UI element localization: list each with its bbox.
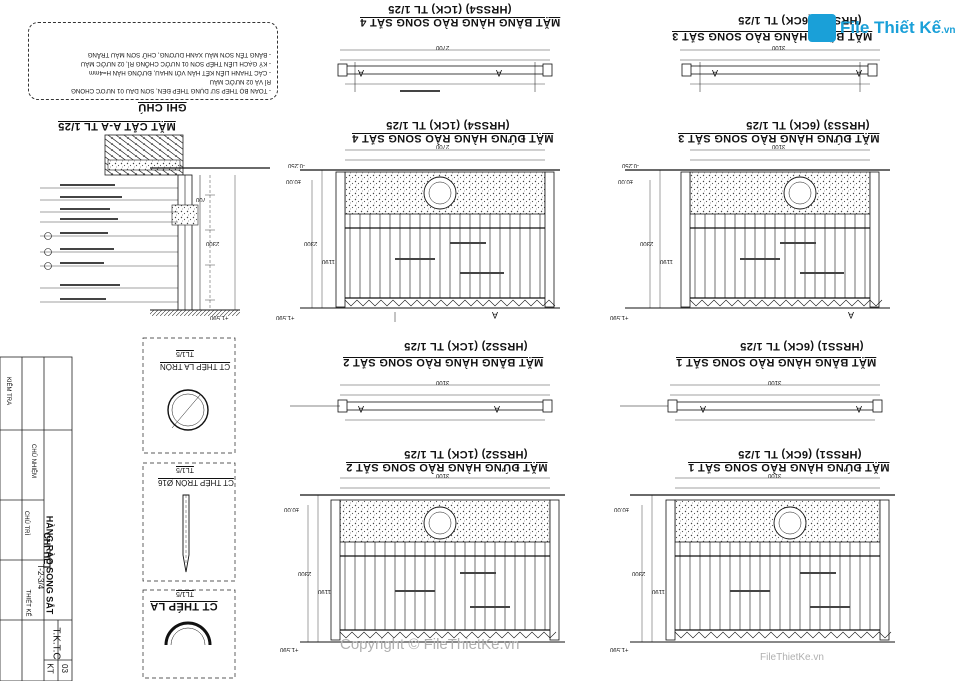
level-zero-4: ±0.00 [286,178,301,184]
level-zero-2: ±0.00 [284,506,299,512]
notes-heading: GHI CHÚ [138,101,187,113]
note-line-1: - TOÀN BỘ THÉP SỬ DỤNG THÉP ĐEN, SƠN DẦU… [71,87,271,94]
elevation-2 [300,477,565,643]
mark-a-elev3: A [848,310,855,320]
dim-plan-4: 2700 [436,44,450,50]
plan-4-title: MẶT BẰNG HÀNG RÀO SONG SẮT 4 [360,16,561,28]
plan-2-sub: (HRSS2) (1CK) TL 1/25 [404,340,528,352]
dim-height-2: 2300 [298,570,312,576]
dim-plan-3: 3100 [772,44,786,50]
brand-mark-icon [808,14,836,42]
tb-drawing-no: T-2-3/4 [36,563,46,590]
level-minus-4: -0.250 [288,162,306,168]
level-minus-3: -0.250 [622,162,640,168]
plan-3 [680,49,880,92]
plan-4 [337,49,553,92]
dim-width-4: 2700 [436,143,450,149]
tb-designer: CHỦ NHIỆM [30,444,36,478]
detail-rod-title: CT THÉP TRÒN Ø16 [158,478,234,487]
plan-2 [290,384,553,421]
mark-a-plan1-l: A [700,404,707,414]
brand-name: File Thiết Kế [840,18,942,37]
section-a-a [40,134,270,316]
detail-rod [182,494,190,573]
mark-a-plan2-l: A [358,404,365,414]
mark-a-plan1-r: A [856,404,863,414]
detail-rod-scale: TL1/5 [176,466,194,473]
dim-mid-2: 1190 [318,588,331,594]
note-line-2: RỈ VÀ 02 NƯỚC MÀU [209,78,271,85]
plan-1 [620,384,883,421]
plan-2-title: MẶT BẰNG HÀNG RÀO SONG SẮT 2 [343,356,544,368]
tb-title-2: HÀNG RÀO SONG SẮT [44,515,55,615]
tb-company: T.K.T.C [50,627,62,660]
detail-round-scale: TL1/5 [176,350,194,357]
title-block-frame [0,356,73,681]
dim-mid-1: 1190 [652,588,665,594]
level-3: +1.590 [610,314,629,320]
detail-flat-scale: TL1/5 [176,590,194,597]
mark-a-plan4-r: A [496,68,503,78]
elevation-1-title: MẶT ĐỨNG HÀNG RÀO SONG SẮT 1 [688,461,890,473]
dim-width-2: 3100 [436,472,450,478]
level-1: +1.590 [610,646,629,652]
dim-section-h: 2300 [206,240,220,246]
dim-plan-1: 3100 [768,379,782,385]
elevation-4-sub: (HRSS4) (1CK) TL 1/25 [386,119,510,131]
tb-ref: CHỦ TRÌ [23,510,30,536]
level-section: +1.590 [210,314,229,320]
dim-section-700: 700 [196,196,207,202]
mark-a-plan4-l: A [358,68,365,78]
notes-box: - TOÀN BỘ THÉP SỬ DỤNG THÉP ĐEN, SƠN DẦU… [28,22,278,100]
dim-mid-3: 1190 [660,258,673,264]
elevation-4 [300,149,560,322]
elevation-1-sub: (HRSS1) (6CK) TL 1/25 [738,448,862,460]
mark-a-elev4: A [492,310,499,320]
plan-1-title: MẶT BẰNG HÀNG RÀO SONG SẮT 1 [676,356,877,368]
dim-plan-2: 3100 [436,379,450,385]
tb-check: KIỂM TRA [5,376,12,406]
dim-height-1: 2300 [632,570,646,576]
watermark-small: FileThietKe.vn [760,652,824,663]
dim-height-4: 2300 [304,240,318,246]
plan-1-sub: (HRSS1) (6CK) TL 1/25 [740,340,864,352]
plan-4-sub: (HRSS4) (1CK) TL 1/25 [388,3,512,15]
tb-draw: THIẾT KẾ [24,589,31,617]
mark-a-plan3-l: A [712,68,719,78]
dim-width-1: 3100 [768,472,782,478]
brand-logo: File Thiết Kế.vn [808,12,956,44]
elevation-1 [630,477,895,643]
note-line-4: - KÝ GẠCH LIÊN THÉP SƠN 01 NƯỚC CHỐNG RỈ… [80,60,271,67]
note-line-3: - CÁC THANH LIÊN KẾT HÀN VỚI NHAU, ĐƯỜNG… [89,69,271,76]
tb-code: KT [45,663,55,674]
elevation-2-sub: (HRSS2) (1CK) TL 1/25 [404,448,528,460]
detail-round-steel [167,389,209,431]
note-line-5: - BẢNG TÊN SƠN MÀU XANH DƯƠNG, CHỮ SƠN M… [87,51,271,58]
mark-a-plan3-r: A [856,68,863,78]
level-2: +1.590 [280,646,299,652]
elevation-3 [625,149,890,309]
mark-a-plan2-r: A [494,404,501,414]
dim-mid-4: 1190 [322,258,335,264]
detail-boxes [142,337,236,679]
elevation-3-sub: (HRSS3) (6CK) TL 1/25 [746,119,870,131]
brand-domain: .vn [941,25,956,36]
level-zero-1: ±0.00 [614,506,629,512]
watermark: Copyright © FileThietKe.vn [340,636,520,653]
dim-width-3: 3100 [772,143,786,149]
tb-sheet: 03 [59,664,69,673]
level-4: +1.590 [276,314,295,320]
level-zero-3: ±0.00 [618,178,633,184]
section-title: MẶT CẮT A-A TL 1/25 [58,120,176,132]
detail-flat-title: CT THÉP LA [150,600,218,612]
elevation-4-title: MẶT ĐỨNG HÀNG RÀO SONG SẮT 4 [352,132,554,144]
detail-flat-bar [164,621,212,646]
detail-round-title: CT THÉP LA TRÒN [160,362,231,371]
brand-text: File Thiết Kế.vn [840,18,956,38]
dim-height-3: 2300 [640,240,654,246]
